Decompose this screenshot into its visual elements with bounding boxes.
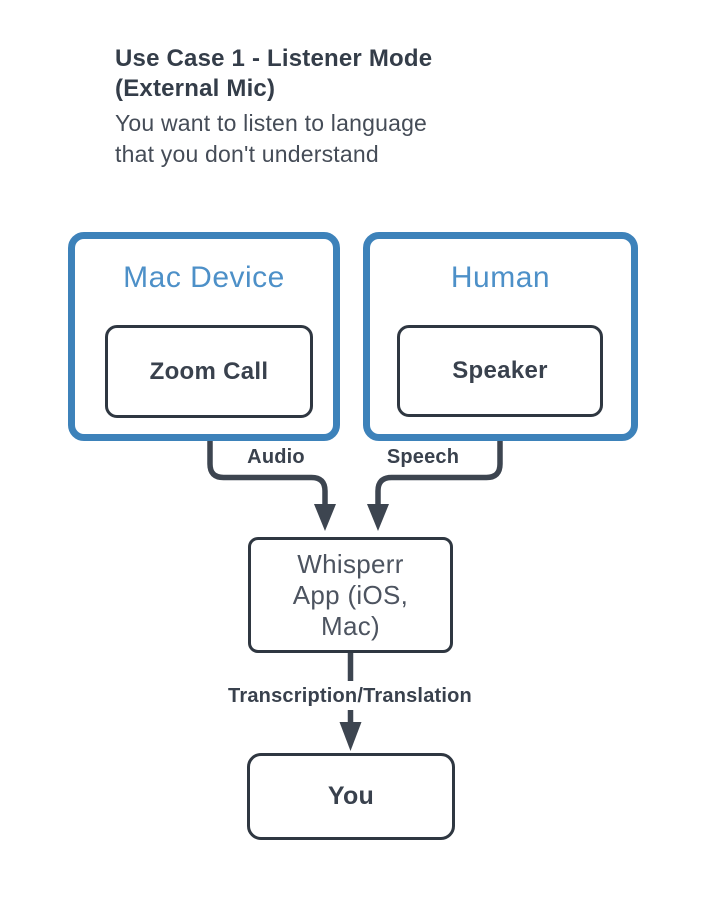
human-label: Human bbox=[450, 261, 551, 294]
whisperr-app-node: Whisperr App (iOS, Mac) bbox=[248, 537, 453, 653]
speaker-label: Speaker bbox=[452, 357, 548, 384]
page-subtitle-line-2: that you don't understand bbox=[115, 141, 379, 167]
page-subtitle: You want to listen to language that you … bbox=[115, 108, 585, 170]
whisperr-app-label-line-2: App (iOS, bbox=[292, 579, 409, 610]
page-title-line-2: (External Mic) bbox=[115, 75, 276, 102]
whisperr-app-label: Whisperr App (iOS, Mac) bbox=[293, 549, 408, 642]
transcription-edge-label: Transcription/Translation bbox=[228, 685, 472, 707]
zoom-call-node: Zoom Call bbox=[105, 325, 313, 418]
page-subtitle-line-1: You want to listen to language bbox=[115, 110, 428, 136]
you-label: You bbox=[327, 782, 375, 810]
speech-edge-label: Speech bbox=[386, 446, 460, 468]
mac-device-label: Mac Device bbox=[123, 261, 285, 294]
speaker-node: Speaker bbox=[397, 325, 603, 417]
audio-edge-label: Audio bbox=[247, 446, 305, 468]
whisperr-app-label-line-3: Mac) bbox=[321, 610, 380, 641]
page-title-line-1: Use Case 1 - Listener Mode bbox=[115, 45, 433, 72]
whisperr-app-label-line-1: Whisperr bbox=[297, 548, 404, 579]
zoom-call-label: Zoom Call bbox=[149, 357, 269, 385]
header: Use Case 1 - Listener Mode (External Mic… bbox=[115, 44, 585, 170]
you-node: You bbox=[247, 753, 455, 840]
